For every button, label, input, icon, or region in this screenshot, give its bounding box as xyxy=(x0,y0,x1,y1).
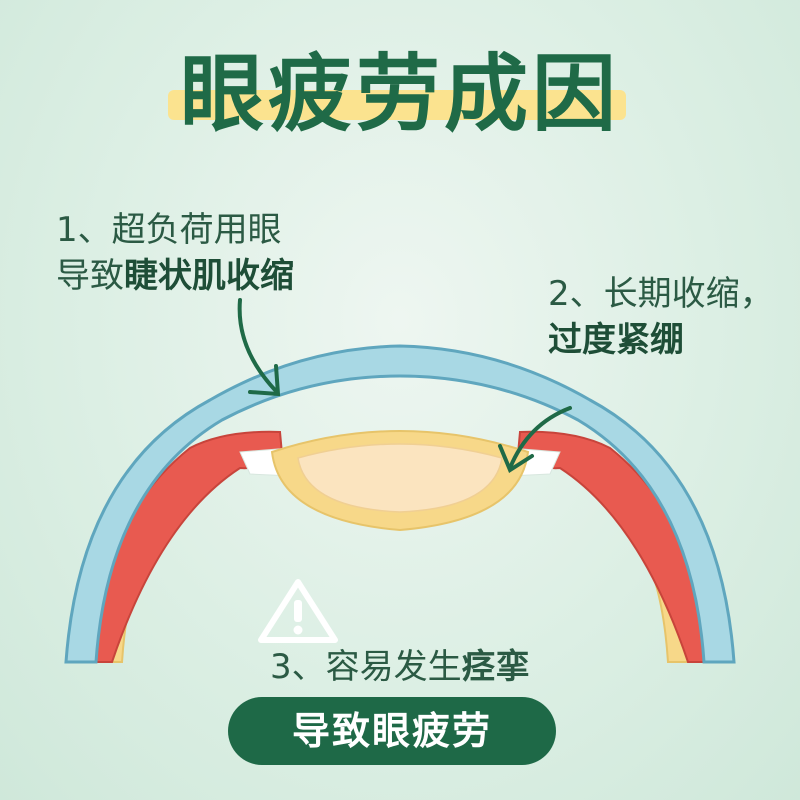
title-highlight xyxy=(168,90,626,120)
caption-overuse: 1、超负荷用眼 导致睫状肌收缩 xyxy=(56,208,294,300)
caption-overuse-emphasis: 睫状肌收缩 xyxy=(124,255,294,296)
result-badge: 导致眼疲劳 xyxy=(228,697,556,765)
sclera-arc xyxy=(64,344,736,664)
caption-contraction-emphasis: 过度紧绷 xyxy=(548,319,684,360)
title-container: 眼疲劳成因 xyxy=(0,52,800,136)
caption-overuse-line1: 1、超负荷用眼 xyxy=(56,210,282,250)
caption-overuse-line2: 导致睫状肌收缩 xyxy=(56,254,294,300)
caption-spasm: 3、容易发生痉挛 xyxy=(270,645,530,691)
caption-contraction-line2: 过度紧绷 xyxy=(548,318,774,364)
arrow-left-icon xyxy=(237,298,281,397)
page-title: 眼疲劳成因 xyxy=(179,45,620,143)
caption-spasm-emphasis: 痉挛 xyxy=(461,647,530,687)
caption-spasm-prefix: 3、容易发生 xyxy=(270,647,462,687)
warning-icon xyxy=(258,579,338,643)
arrow-right-icon xyxy=(498,406,572,473)
lens-core xyxy=(297,443,503,513)
caption-overuse-prefix: 导致 xyxy=(56,255,124,296)
caption-contraction: 2、长期收缩， 过度紧绷 xyxy=(548,272,774,364)
caption-contraction-line1: 2、长期收缩， xyxy=(548,274,774,314)
